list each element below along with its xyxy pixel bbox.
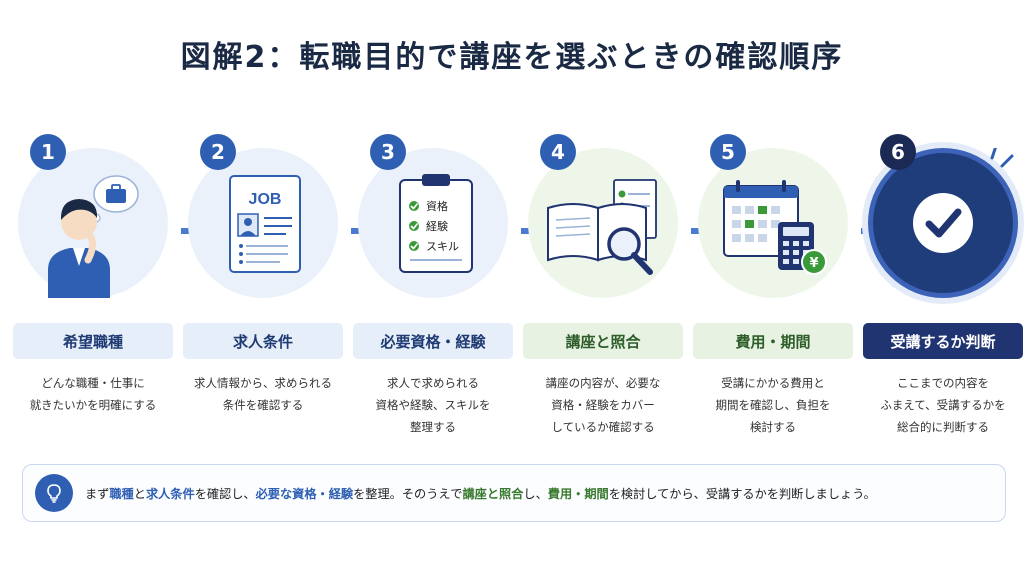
step-number: 4 bbox=[540, 134, 576, 170]
lightbulb-icon bbox=[35, 474, 73, 512]
checklist-item: 資格 bbox=[426, 199, 448, 213]
book-magnifier-icon bbox=[547, 179, 657, 275]
checklist-item: 経験 bbox=[426, 219, 448, 233]
thinking-person-icon bbox=[48, 175, 139, 298]
step-circle bbox=[868, 148, 1018, 298]
clipboard-checklist-icon: 資格 経験 スキル bbox=[399, 174, 473, 273]
yen-symbol: ¥ bbox=[809, 256, 818, 271]
check-mark-icon bbox=[913, 148, 1014, 253]
step-description: 講座の内容が、必要な 資格・経験をカバー しているか確認する bbox=[545, 376, 661, 434]
step-label: 求人条件 bbox=[183, 323, 343, 359]
step-number: 6 bbox=[880, 134, 916, 170]
step-number: 3 bbox=[370, 134, 406, 170]
page-title: 図解2：転職目的で講座を選ぶときの確認順序 bbox=[180, 40, 844, 75]
step-label: 必要資格・経験 bbox=[353, 323, 513, 359]
job-posting-icon: JOB bbox=[229, 175, 301, 273]
step-description: 求人で求められる 資格や経験、スキルを 整理する bbox=[375, 376, 491, 434]
step-label: 受講するか判断 bbox=[863, 323, 1023, 359]
step-label: 費用・期間 bbox=[693, 323, 853, 359]
summary-text: まず職種と求人条件を確認し、必要な資格・経験を整理。そのうえで講座と照合し、費用… bbox=[85, 487, 876, 501]
job-card-text: JOB bbox=[249, 191, 282, 208]
step-label: 希望職種 bbox=[13, 323, 173, 359]
summary-tip-box: まず職種と求人条件を確認し、必要な資格・経験を整理。そのうえで講座と照合し、費用… bbox=[22, 464, 1006, 522]
step-description: ここまでの内容を ふまえて、受講するかを 総合的に判断する bbox=[880, 376, 1006, 434]
step-description: 受講にかかる費用と 期間を確認し、負担を 検討する bbox=[715, 376, 831, 434]
calendar-calculator-icon: ¥ bbox=[723, 180, 827, 275]
step-number: 2 bbox=[200, 134, 236, 170]
step-description: どんな職種・仕事に 就きたいかを明確にする bbox=[29, 376, 157, 412]
step-number: 5 bbox=[710, 134, 746, 170]
step-description: 求人情報から、求められる 条件を確認する bbox=[194, 376, 332, 412]
step-number: 1 bbox=[30, 134, 66, 170]
step-label: 講座と照合 bbox=[523, 323, 683, 359]
checklist-item: スキル bbox=[426, 240, 459, 253]
